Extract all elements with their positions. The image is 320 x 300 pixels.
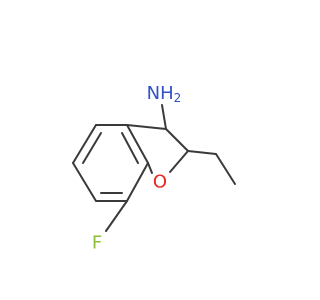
bond-c7-f [105, 200, 128, 232]
bond-c7a-c3a [126, 124, 149, 164]
bond-ethyl-ch2-ch3 [215, 153, 236, 185]
fluorine-label: F [92, 233, 102, 254]
bond-c7-c7a [126, 162, 149, 202]
double-bond-c4-c5 [82, 132, 102, 164]
molecule-diagram: NH2 O F [72, 83, 236, 254]
bond-c3a-c3 [126, 124, 167, 130]
bond-c3-c2 [165, 128, 189, 152]
bond-o-c7a [147, 162, 153, 174]
amine-subscript: 2 [174, 91, 182, 105]
bond-c3-n [161, 104, 167, 130]
oxygen-label: O [153, 172, 167, 193]
double-bond-c7a-c3a [121, 132, 139, 164]
amine-label: NH2 [147, 83, 182, 106]
bond-c2-o [169, 150, 189, 173]
bond-c2-ethyl-ch2 [187, 150, 217, 155]
amine-symbol: NH [147, 83, 174, 104]
bond-c4-c5 [72, 124, 97, 164]
bond-c5-c6 [72, 162, 97, 202]
